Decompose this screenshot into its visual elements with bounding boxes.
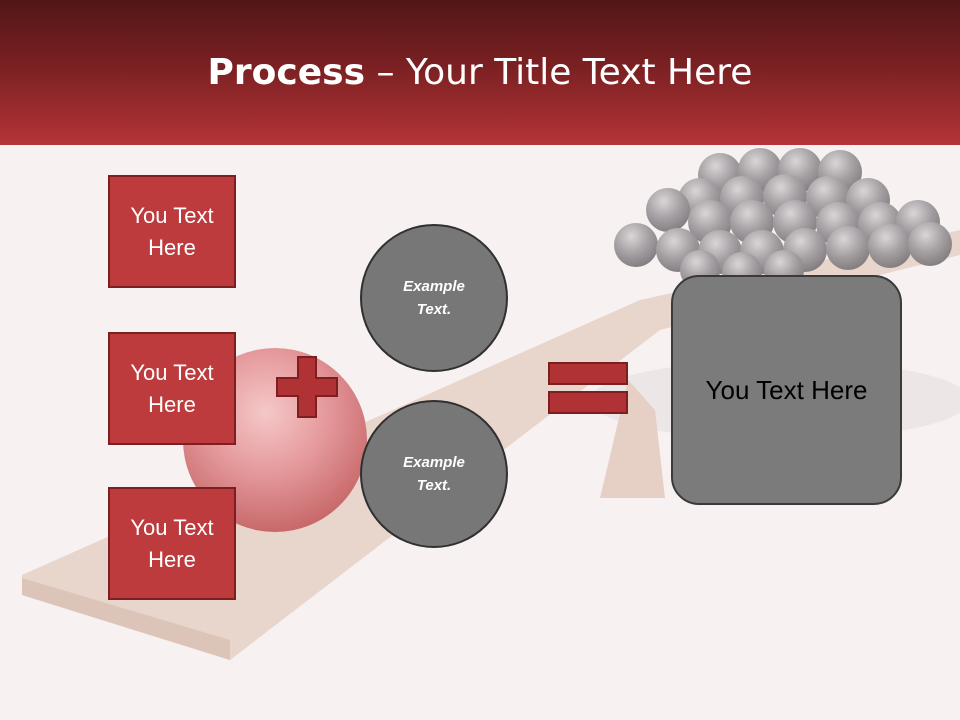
result-box-label: You Text Here	[705, 374, 868, 405]
title-bold: Process	[207, 52, 366, 93]
example-circle-2-label: Example Text.	[403, 454, 465, 494]
example-circle-1-label: Example Text.	[403, 278, 465, 318]
example-circle-2[interactable]: Example Text.	[360, 400, 508, 548]
text-box-1[interactable]: You Text Here	[108, 175, 236, 288]
title-bar	[0, 0, 960, 145]
result-box[interactable]: You Text Here	[671, 275, 902, 505]
text-box-2[interactable]: You Text Here	[108, 332, 236, 445]
text-box-1-label: You Text Here	[130, 202, 214, 260]
text-box-3[interactable]: You Text Here	[108, 487, 236, 600]
title-rest: – Your Title Text Here	[365, 52, 753, 93]
text-box-2-label: You Text Here	[130, 359, 214, 417]
slide-title: Process – Your Title Text Here	[0, 52, 960, 93]
text-box-3-label: You Text Here	[130, 514, 214, 572]
example-circle-1[interactable]: Example Text.	[360, 224, 508, 372]
